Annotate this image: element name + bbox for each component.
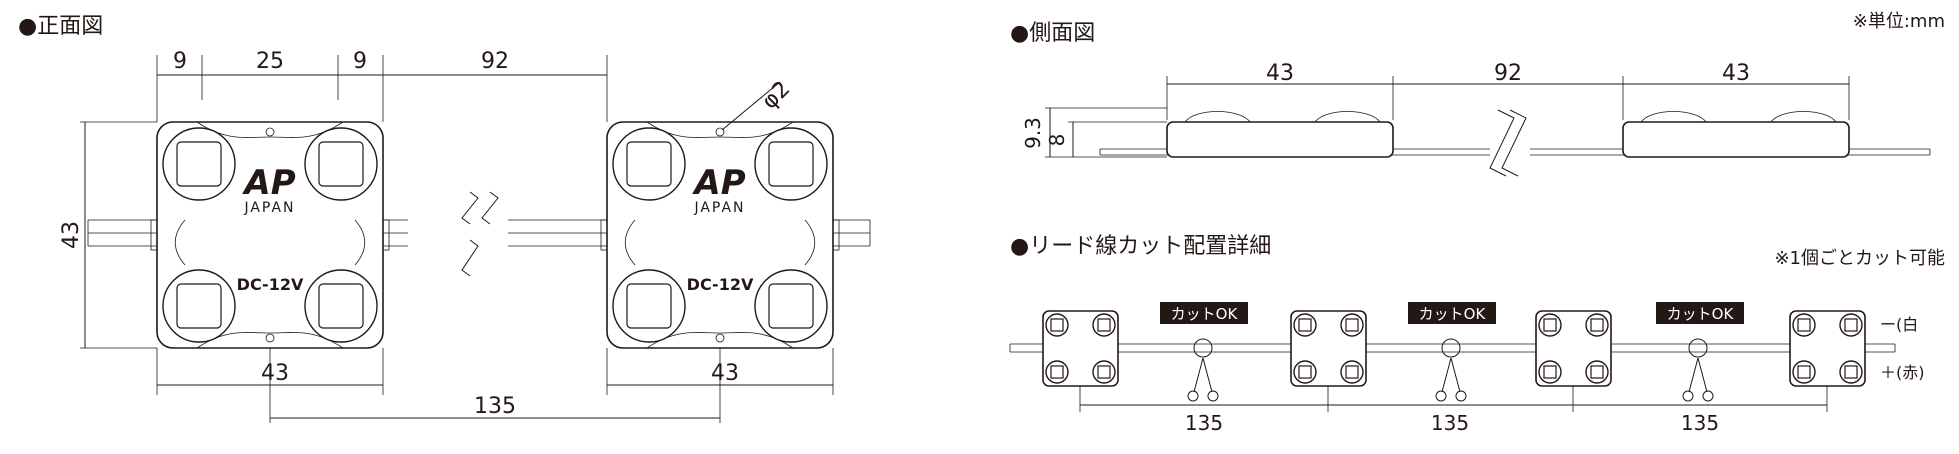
front-height-dimension: 43 [59, 121, 157, 349]
side-height-total: 9.3 [1021, 117, 1045, 149]
cut-module-1 [1042, 310, 1119, 387]
module-logo-2: AP [691, 163, 745, 203]
cut-wire [1009, 343, 1896, 353]
side-dim-2: 92 [1494, 61, 1522, 86]
front-module-2: AP JAPAN DC-12V [600, 121, 840, 349]
cut-module-2 [1290, 310, 1367, 387]
cut-note: ※1個ごとカット可能 [1774, 248, 1945, 269]
dim-top-2: 25 [256, 49, 284, 74]
cut-label-3: カットOK [1656, 302, 1744, 402]
module-logo-sub-2: JAPAN [693, 200, 745, 216]
side-view-profile [1099, 109, 1931, 177]
front-view-title: ●正面図 [18, 14, 103, 39]
side-height-dimension: 9.3 8 [1021, 107, 1167, 158]
side-dim-3: 43 [1722, 61, 1750, 86]
cut-module-4 [1789, 310, 1866, 387]
dim-top-4: 92 [481, 49, 509, 74]
cut-detail-title: ●リード線カット配置詳細 [1010, 234, 1271, 259]
unit-note: ※単位:mm [1853, 11, 1945, 32]
cut-label-text-1: カットOK [1171, 305, 1239, 323]
cut-pitch-dimensions: 135 135 135 [1079, 386, 1828, 435]
module-voltage: DC-12V [237, 275, 304, 294]
front-top-dimension: 9 25 9 92 [156, 49, 608, 122]
dim-top-3: 9 [353, 49, 367, 74]
dim-top-1: 9 [173, 49, 187, 74]
cut-pitch-2: 135 [1431, 411, 1469, 435]
cut-label-1: カットOK [1160, 302, 1248, 402]
front-width-right: 43 [711, 361, 739, 386]
module-voltage-2: DC-12V [687, 275, 754, 294]
module-logo: AP [241, 163, 295, 203]
cut-pitch-3: 135 [1681, 411, 1719, 435]
wire-negative-label: ー(白 [1880, 315, 1918, 334]
cut-pitch-1: 135 [1185, 411, 1223, 435]
front-pitch: 135 [474, 394, 516, 419]
cut-label-text-2: カットOK [1419, 305, 1487, 323]
cut-module-3 [1535, 310, 1612, 387]
cut-label-2: カットOK [1408, 302, 1496, 402]
module-logo-sub: JAPAN [243, 200, 295, 216]
front-module-1: AP JAPAN DC-12V [150, 121, 390, 349]
front-width-left: 43 [261, 361, 289, 386]
front-height-label: 43 [59, 221, 84, 249]
side-view-title: ●側面図 [1010, 21, 1095, 46]
front-bottom-dimensions: 43 43 135 [156, 348, 834, 423]
side-height-body: 8 [1045, 134, 1069, 147]
side-dim-1: 43 [1266, 61, 1294, 86]
wire-positive-label: ＋(赤) [1880, 363, 1925, 382]
side-dimension-top: 43 92 43 [1166, 61, 1850, 120]
cut-label-text-3: カットOK [1667, 305, 1735, 323]
hole-label: φ2 [757, 77, 795, 115]
